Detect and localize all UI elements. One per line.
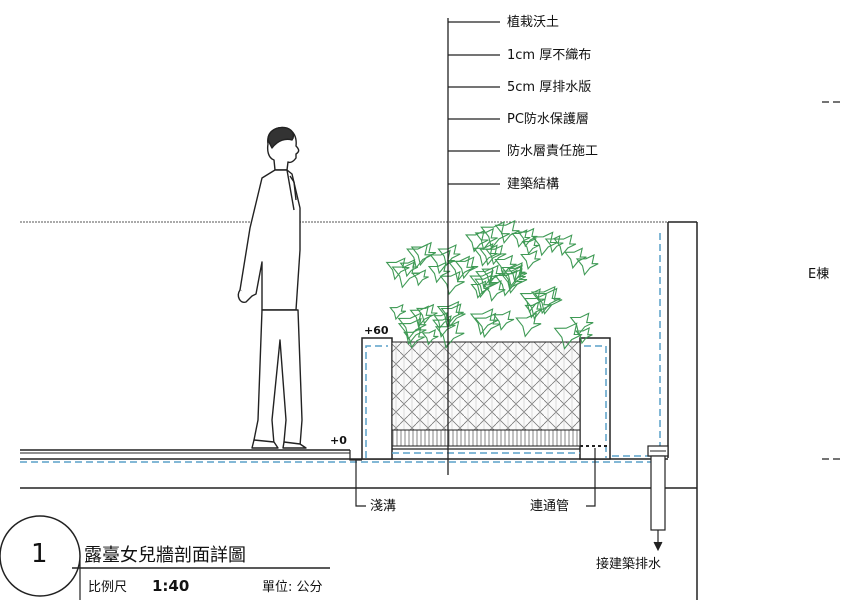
side-label-building: E棟: [808, 267, 829, 282]
elevation-top: +60: [364, 324, 389, 337]
callout-building-drain: 接建築排水: [596, 556, 661, 572]
shallow-trench: [349, 450, 362, 461]
leaf-cluster: [389, 303, 407, 321]
leaf-cluster: [519, 288, 546, 313]
planter-box: [361, 230, 661, 460]
leaf-cluster: [494, 254, 517, 277]
leaf-cluster: [544, 234, 564, 254]
leaf-cluster: [523, 292, 552, 320]
leaf-cluster: [564, 247, 587, 270]
floor-drain: [647, 445, 669, 552]
drawing-title: 露臺女兒牆剖面詳圖: [84, 545, 246, 566]
leaf-cluster: [439, 270, 465, 296]
leaf-cluster: [520, 250, 541, 271]
leaf-cluster: [474, 227, 498, 251]
leaf-cluster: [515, 312, 542, 338]
leaf-cluster: [553, 234, 577, 257]
scale-label: 比例尺: [88, 580, 127, 595]
leaf-cluster: [494, 219, 520, 245]
leaf-cluster: [440, 303, 466, 328]
leaf-cluster: [427, 261, 451, 284]
building-wall: [667, 221, 698, 600]
leaf-cluster: [482, 280, 506, 302]
title-block: [0, 515, 330, 600]
leaf-cluster: [533, 287, 563, 315]
leaf-cluster: [464, 229, 489, 253]
leaf-cluster: [436, 300, 464, 327]
leaf-cluster: [474, 312, 501, 339]
elevation-base: +0: [330, 434, 347, 447]
leaf-cluster: [433, 311, 451, 329]
leaf-cluster: [475, 266, 498, 289]
callout-leaders: [355, 448, 596, 507]
leaf-cluster: [569, 312, 594, 336]
leaf-cluster: [492, 310, 515, 331]
leaf-cluster: [479, 244, 502, 266]
leaf-cluster: [410, 241, 437, 267]
layer-label-soil: 植栽沃土: [507, 14, 559, 30]
leaf-cluster: [411, 269, 429, 287]
callout-connecting-pipe: 連通管: [530, 499, 569, 514]
layer-label-geotextile: 1cm 厚不織布: [507, 48, 591, 63]
leaf-cluster: [481, 264, 503, 285]
leaf-cluster: [399, 259, 419, 278]
layer-label-structure: 建築結構: [507, 177, 559, 192]
leaf-cluster: [511, 229, 531, 248]
leaf-cluster: [385, 257, 410, 281]
floor-slab: [20, 449, 697, 489]
leaf-cluster: [421, 329, 439, 346]
leaf-cluster: [397, 312, 427, 341]
detail-number: 1: [31, 539, 48, 569]
leaf-cluster: [575, 254, 599, 276]
unit-label: 單位: 公分: [262, 580, 323, 595]
callout-shallow-trench: 淺溝: [370, 499, 396, 514]
layer-label-pc-protection: PC防水保護層: [507, 111, 589, 127]
layer-label-drain-board: 5cm 厚排水版: [507, 80, 591, 95]
leaf-cluster: [406, 243, 433, 269]
leaf-cluster: [434, 320, 465, 349]
leaf-cluster: [480, 221, 510, 250]
leaf-cluster: [553, 322, 583, 350]
person-figure: [237, 126, 307, 449]
leaf-cluster: [403, 327, 425, 349]
leaf-cluster: [500, 265, 526, 291]
layer-leader: [447, 18, 500, 475]
leaf-cluster: [415, 303, 438, 325]
scale-value: 1:40: [152, 577, 189, 595]
layer-label-waterproofing: 防水層責任施工: [507, 143, 598, 159]
leaf-cluster: [469, 308, 499, 336]
plant-foliage: [385, 219, 599, 350]
leaf-cluster: [409, 305, 433, 328]
leaf-cluster: [574, 327, 593, 345]
leaf-cluster: [501, 262, 528, 288]
